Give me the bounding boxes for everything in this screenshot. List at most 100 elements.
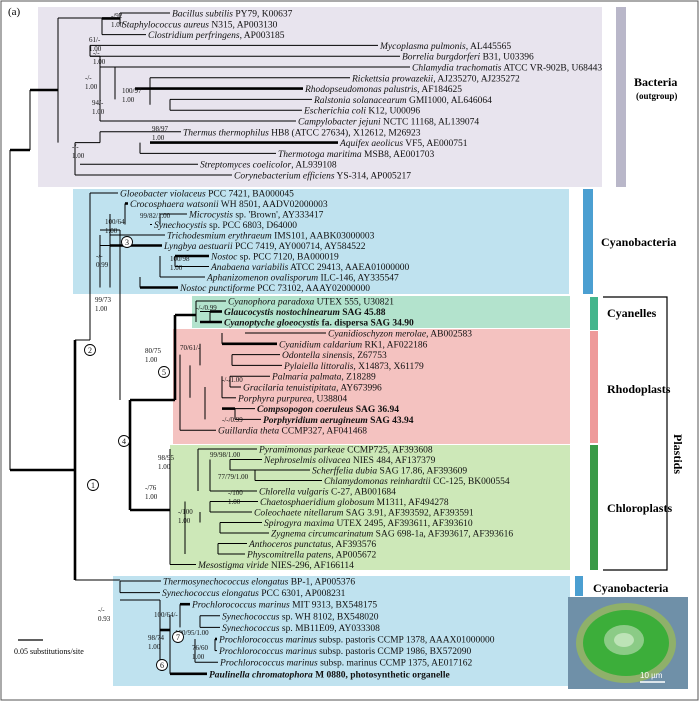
taxon-label: Coleochaete nitellarum SAG 3.91, AF39359… <box>254 509 474 519</box>
taxon-label: Anabaena variabilis ATCC 29413, AAEA0100… <box>210 263 409 273</box>
support-value: -/- <box>85 74 92 82</box>
taxon-labels: Bacillus subtilis PY79, K00637Staphyloco… <box>120 10 602 681</box>
taxon-label: Synechococcus sp. WH 8102, BX548020 <box>222 612 379 622</box>
taxon-label: Streptomyces coelicolor, AL939108 <box>200 161 337 171</box>
node-number: 1 <box>91 481 95 490</box>
support-value: 100/98 <box>170 255 190 263</box>
node-number: 5 <box>162 368 166 377</box>
cyanelles-bar <box>590 297 598 330</box>
support-value: 1.00 <box>93 58 106 66</box>
cyanobacteria-background <box>73 189 569 294</box>
node-number: 4 <box>122 437 126 446</box>
support-value: 100/64/- <box>154 611 178 619</box>
support-value: 1.00 <box>92 108 105 116</box>
support-value: 99/82/1.00 <box>140 212 171 220</box>
taxon-label: Prochlorococcus marinus subsp. pastoris … <box>218 636 495 646</box>
taxon-label: Anthoceros punctatus, AF393576 <box>248 540 376 550</box>
support-value: 100/95/1.00 <box>175 629 209 637</box>
support-value: 1.00 <box>152 134 165 142</box>
node-number-circle <box>156 659 168 671</box>
node-number-circle <box>87 479 99 491</box>
support-value: 1.00 <box>148 643 161 651</box>
support-value: 80/75 <box>145 347 161 355</box>
taxon-label: Paulinella chromatophora M 0880, photosy… <box>209 670 450 680</box>
taxon-label: Corynebacterium efficiens YS-314, AP0052… <box>234 171 411 182</box>
taxon-label: Porphyra purpurea, U38804 <box>237 394 347 404</box>
support-value: -/- <box>72 143 79 151</box>
taxon-label: Prochlorococcus marinus subsp. marinus C… <box>219 659 473 669</box>
taxon-label: Compsopogon coeruleus SAG 36.94 <box>257 405 399 415</box>
support-value: 1.00 <box>145 493 158 501</box>
chloroplasts-background <box>170 445 570 570</box>
taxon-label: Cyanidioschyzon merolae, AB002583 <box>328 330 472 340</box>
paulinella-micrograph: 10 µm <box>568 597 688 689</box>
taxon-label: Clostridium perfringens, AP003185 <box>148 30 285 41</box>
taxon-label: Physcomitrella patens, AP005672 <box>246 551 376 561</box>
plastids-label: Plastids <box>671 434 685 474</box>
bacteria-bar <box>616 7 626 187</box>
support-value: -/- <box>98 606 105 614</box>
plastids-bracket <box>603 296 668 571</box>
support-value: 1.00 <box>85 83 98 91</box>
cyanelles-background <box>192 296 570 328</box>
cyanelles-label: Cyanelles <box>607 306 657 320</box>
node-number-circle <box>158 366 170 378</box>
taxon-label: Porphyridium aerugineum SAG 43.94 <box>263 416 414 426</box>
taxon-label: Zygnema circumcarinatum SAG 698-1a, AF39… <box>271 530 513 540</box>
taxon-label: Scherffelia dubia SAG 17.86, AF393609 <box>312 466 467 477</box>
cyanobacteria-bar <box>583 189 593 294</box>
support-value: 1.00 <box>228 498 241 506</box>
support-value: -/- <box>93 49 100 57</box>
taxon-label: Synechocystis sp. PCC 6803, D64000 <box>154 221 297 231</box>
support-value: 0.99 <box>96 261 109 269</box>
support-value: 98/95 <box>158 454 174 462</box>
scale-bar-label: 0.05 substitutions/site <box>14 647 84 656</box>
outgroup-label: (outgroup) <box>636 91 677 101</box>
support-value: -/-/1.00 <box>222 376 243 384</box>
panel-label: (a) <box>8 6 21 18</box>
taxon-label: Prochlorococcus marinus MIT 9313, BX5481… <box>191 601 377 611</box>
support-value: 1.00 <box>95 305 108 313</box>
support-value: 77/79/1.00 <box>218 473 249 481</box>
support-value: -/92 <box>111 12 123 20</box>
node-number: 7 <box>176 633 180 642</box>
support-value: 1.00 <box>178 517 191 525</box>
taxon-label: Cyanidium caldarium RK1, AF022186 <box>279 340 428 350</box>
taxon-label: Escherichia coli K12, U00096 <box>303 107 420 117</box>
support-value: 98/74 <box>148 634 164 642</box>
node-number-circle <box>118 435 130 447</box>
chloroplasts-bar <box>590 445 598 570</box>
taxon-label: Synechococcus elongatus PCC 6301, AP0082… <box>162 589 346 599</box>
node-number: 2 <box>88 346 92 355</box>
support-value: 99/98/1.00 <box>210 451 241 459</box>
support-value: 61/- <box>89 36 101 44</box>
taxon-label: Rickettsia prowazekii, AJ235270, AJ23527… <box>351 74 520 84</box>
cyanobacteria-label: Cyanobacteria <box>601 235 676 249</box>
rhodoplasts-label: Rhodoplasts <box>607 382 671 396</box>
taxon-label: Nostoc punctiforme PCC 73102, AAAY020000… <box>179 283 370 294</box>
support-value: -/- <box>96 252 103 260</box>
taxon-label: Bacillus subtilis PY79, K00637 <box>172 10 293 20</box>
taxon-label: Gracilaria tenuistipitata, AY673996 <box>243 384 382 394</box>
taxon-label: Glaucocystis nostochinearum SAG 45.88 <box>224 308 386 318</box>
support-value: 99/73 <box>95 296 111 304</box>
bacteria-label: Bacteria <box>634 75 677 89</box>
taxon-label: Lyngbya aestuarii PCC 7419, AY000714, AY… <box>163 242 366 252</box>
node-number-circle <box>172 631 184 643</box>
cyanobacteria2-label: Cyanobacteria <box>593 581 668 595</box>
node-number-circle <box>84 344 96 356</box>
taxon-label: Staphylococcus aureus N315, AP003130 <box>122 20 278 30</box>
taxon-label: Odontella sinensis, Z67753 <box>282 351 387 361</box>
support-value: 1.00 <box>72 152 85 160</box>
taxon-label: Prochlorococcus marinus subsp. pastoris … <box>218 647 472 657</box>
taxon-label: Pylaiella littoralis, X14873, X61179 <box>283 362 424 372</box>
taxon-label: Spirogyra maxima UTEX 2495, AF393611, AF… <box>264 519 473 529</box>
taxon-label: Mesostigma viride NIES-296, AF166114 <box>197 561 354 571</box>
support-value: 76/60 <box>192 644 208 652</box>
taxon-label: Chlorella vulgaris C-27, AB001684 <box>259 488 396 498</box>
taxon-label: Thermotoga maritima MSB8, AE001703 <box>278 150 435 160</box>
taxon-label: Cyanophora paradoxa UTEX 555, U30821 <box>228 298 394 308</box>
